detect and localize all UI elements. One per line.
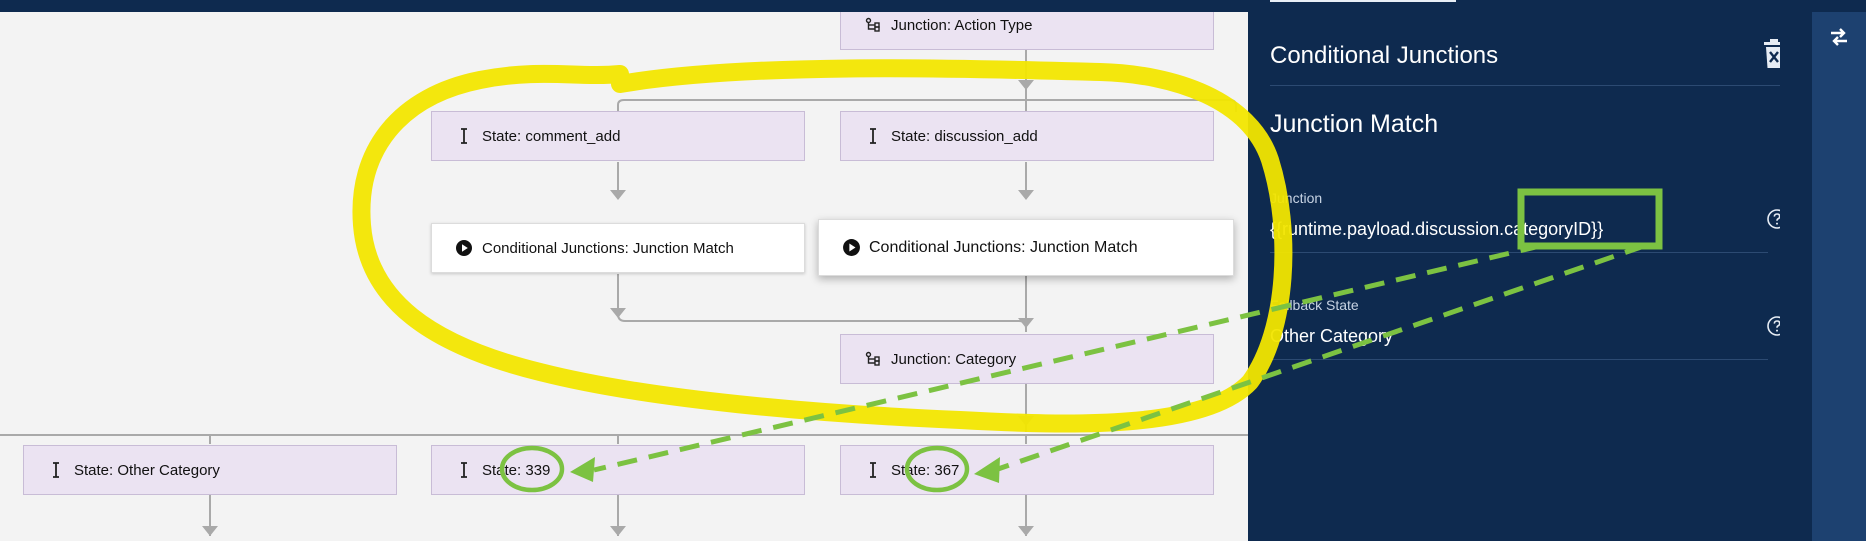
delete-icon[interactable] <box>1760 38 1788 70</box>
node-action-junction-match-2[interactable]: Conditional Junctions: Junction Match <box>818 219 1234 276</box>
node-label: Conditional Junctions: Junction Match <box>482 239 734 257</box>
node-action-junction-match-1[interactable]: Conditional Junctions: Junction Match <box>431 223 805 273</box>
arrow-head <box>202 526 218 536</box>
side-rail <box>1812 12 1866 541</box>
node-label: Junction: Action Type <box>891 16 1033 34</box>
state-icon <box>454 460 474 480</box>
node-label: State: 367 <box>891 461 960 479</box>
node-label: Conditional Junctions: Junction Match <box>869 238 1138 256</box>
panel-divider <box>1270 85 1790 86</box>
state-icon <box>863 126 883 146</box>
state-icon <box>46 460 66 480</box>
node-junction-category[interactable]: Junction: Category <box>840 334 1214 384</box>
fallback-state-field-label: Fallback State <box>1270 297 1359 313</box>
node-label: Junction: Category <box>891 350 1017 368</box>
panel-title: Conditional Junctions <box>1270 42 1499 69</box>
panel-gutter <box>1780 12 1812 541</box>
play-icon <box>454 238 474 258</box>
arrow-head <box>1018 416 1034 426</box>
node-label: State: Other Category <box>74 461 220 479</box>
arrow-head <box>1018 190 1034 200</box>
node-label: State: 339 <box>482 461 551 479</box>
play-icon <box>841 238 861 258</box>
node-label: State: discussion_add <box>891 127 1038 145</box>
wire-match-1-merge <box>617 274 1027 332</box>
junction-field-underline <box>1270 252 1768 253</box>
node-label: State: comment_add <box>482 127 621 145</box>
arrow-head <box>1018 526 1034 536</box>
arrow-head <box>1018 80 1034 90</box>
properties-panel: Conditional Junctions Junction Match Jun… <box>1248 12 1812 541</box>
active-tab-indicator <box>1270 0 1456 2</box>
state-icon <box>454 126 474 146</box>
node-state-comment-add[interactable]: State: comment_add <box>431 111 805 161</box>
workflow-canvas[interactable]: Junction: Action Type State: comment_add… <box>0 12 1248 541</box>
node-state-other-category[interactable]: State: Other Category <box>23 445 397 495</box>
junction-field-input[interactable]: {{runtime.payload.discussion.categoryID}… <box>1270 219 1604 239</box>
panel-subtitle: Junction Match <box>1270 110 1439 138</box>
fallback-state-field-underline <box>1270 359 1768 360</box>
fallback-state-field-input[interactable]: Other Category <box>1270 326 1394 346</box>
arrow-head <box>1018 318 1034 328</box>
arrow-head <box>610 526 626 536</box>
node-state-367[interactable]: State: 367 <box>840 445 1214 495</box>
node-junction-action-type[interactable]: Junction: Action Type <box>840 12 1214 50</box>
node-state-339[interactable]: State: 339 <box>431 445 805 495</box>
arrow-head <box>610 308 626 318</box>
state-icon <box>863 460 883 480</box>
junction-icon <box>863 15 883 35</box>
junction-icon <box>863 349 883 369</box>
swap-icon[interactable] <box>1828 26 1850 48</box>
node-state-discussion-add[interactable]: State: discussion_add <box>840 111 1214 161</box>
junction-field-label: Junction <box>1270 190 1323 206</box>
top-app-bar <box>0 0 1866 12</box>
arrow-head <box>610 190 626 200</box>
